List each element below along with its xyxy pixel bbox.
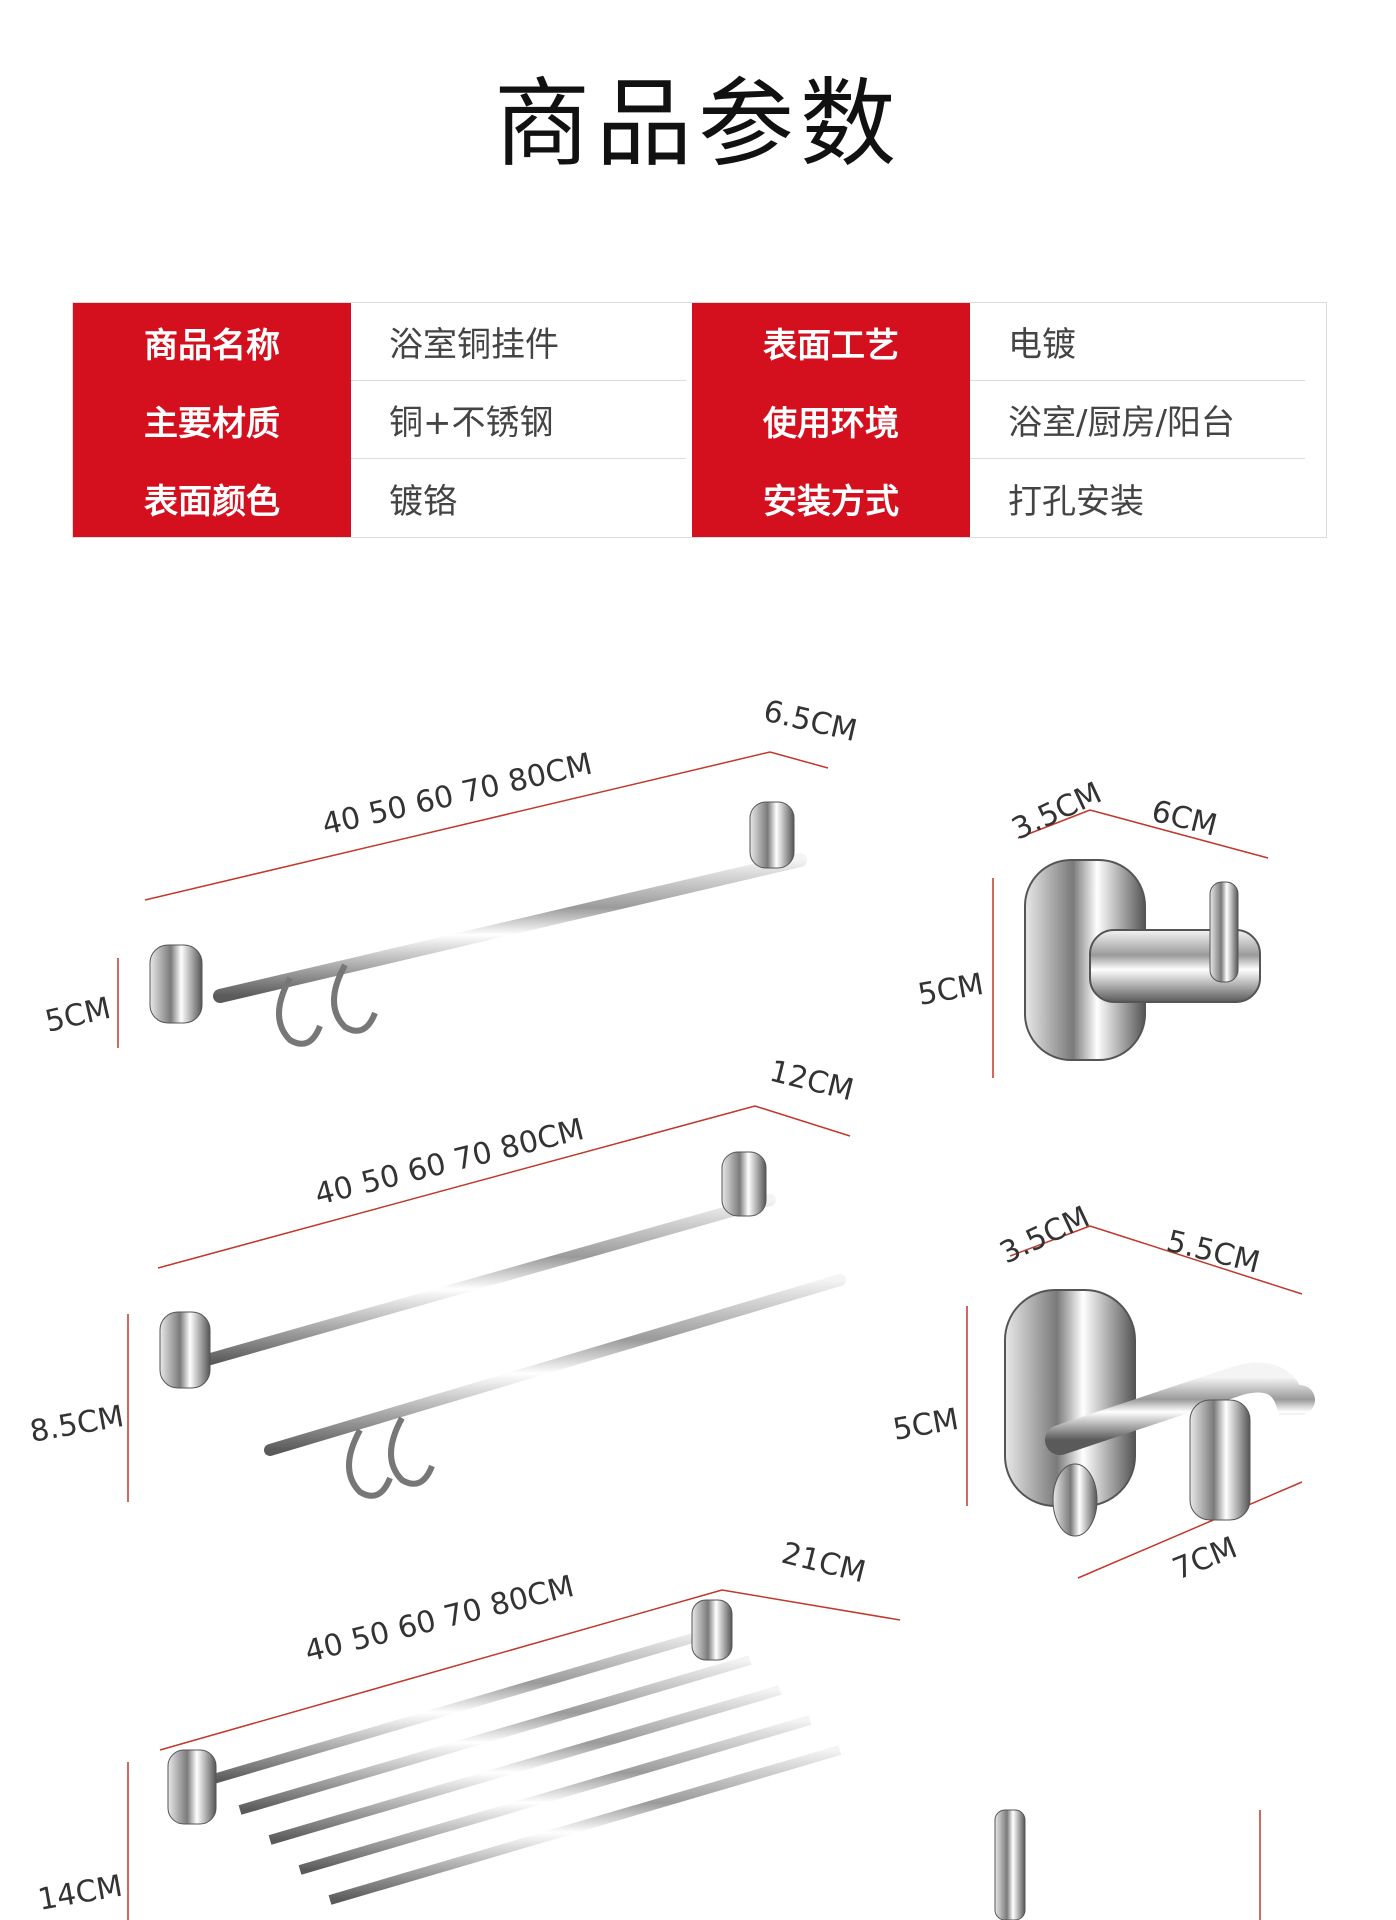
single-hook-depth-label: 3.5CM bbox=[1007, 776, 1107, 848]
spec-label: 安装方式 bbox=[692, 459, 970, 537]
single-robe-hook: 3.5CM 6CM 5CM bbox=[915, 776, 1269, 1078]
spec-value: 打孔安装 bbox=[1008, 481, 1144, 522]
double-hook-width-label: 5.5CM bbox=[1163, 1224, 1263, 1281]
product-dimension-diagram: 40 50 60 70 80CM 6.5CM 5CM 40 50 60 70 8… bbox=[0, 660, 1396, 1920]
single-bar-height-label: 5CM bbox=[42, 991, 114, 1040]
spec-row: 商品名称 浴室铜挂件 表面工艺 电镀 bbox=[73, 303, 1326, 381]
shelf-length-label: 40 50 60 70 80CM bbox=[301, 1569, 577, 1670]
spec-value: 镀铬 bbox=[389, 481, 457, 522]
double-hook-depth-label: 3.5CM bbox=[995, 1200, 1095, 1272]
spec-value: 浴室/厨房/阳台 bbox=[970, 381, 1305, 459]
towel-shelf: 40 50 60 70 80CM 21CM 14CM bbox=[35, 1536, 901, 1920]
shelf-height-label: 14CM bbox=[35, 1869, 125, 1918]
double-bar-depth-label: 12CM bbox=[766, 1054, 857, 1109]
spec-label: 表面颜色 bbox=[73, 459, 351, 537]
partial-items bbox=[994, 1809, 1261, 1920]
single-hook-width-label: 6CM bbox=[1148, 794, 1220, 844]
single-bar-length-label: 40 50 60 70 80CM bbox=[319, 747, 596, 843]
spec-label: 使用环境 bbox=[692, 381, 970, 459]
spec-value: 铜+不锈钢 bbox=[351, 381, 686, 459]
dimension-drawing: 40 50 60 70 80CM 6.5CM 5CM 40 50 60 70 8… bbox=[27, 694, 1315, 1920]
spec-row: 主要材质 铜+不锈钢 使用环境 浴室/厨房/阳台 bbox=[73, 381, 1326, 459]
spec-value: 电镀 bbox=[970, 303, 1305, 381]
double-towel-bar: 40 50 60 70 80CM 12CM 8.5CM bbox=[27, 1054, 857, 1502]
page-title: 商品参数 bbox=[494, 68, 902, 180]
double-hook-height-label: 5CM bbox=[890, 1402, 961, 1448]
double-hook-length-label: 7CM bbox=[1168, 1530, 1242, 1587]
spec-value: 浴室铜挂件 bbox=[351, 303, 686, 381]
double-robe-hook: 3.5CM 5.5CM 5CM 7CM bbox=[890, 1200, 1315, 1587]
single-towel-bar: 40 50 60 70 80CM 6.5CM 5CM bbox=[42, 694, 860, 1048]
spec-label: 表面工艺 bbox=[692, 303, 970, 381]
single-hook-height-label: 5CM bbox=[915, 967, 986, 1013]
shelf-depth-label: 21CM bbox=[778, 1536, 869, 1591]
double-bar-height-label: 8.5CM bbox=[27, 1399, 126, 1450]
single-bar-depth-label: 6.5CM bbox=[760, 694, 860, 749]
spec-label: 主要材质 bbox=[73, 381, 351, 459]
spec-label: 商品名称 bbox=[73, 303, 351, 381]
spec-row: 表面颜色 镀铬 安装方式 打孔安装 bbox=[73, 459, 1326, 537]
spec-table: 商品名称 浴室铜挂件 表面工艺 电镀 主要材质 铜+不锈钢 使用环境 浴室/厨房… bbox=[72, 302, 1327, 538]
